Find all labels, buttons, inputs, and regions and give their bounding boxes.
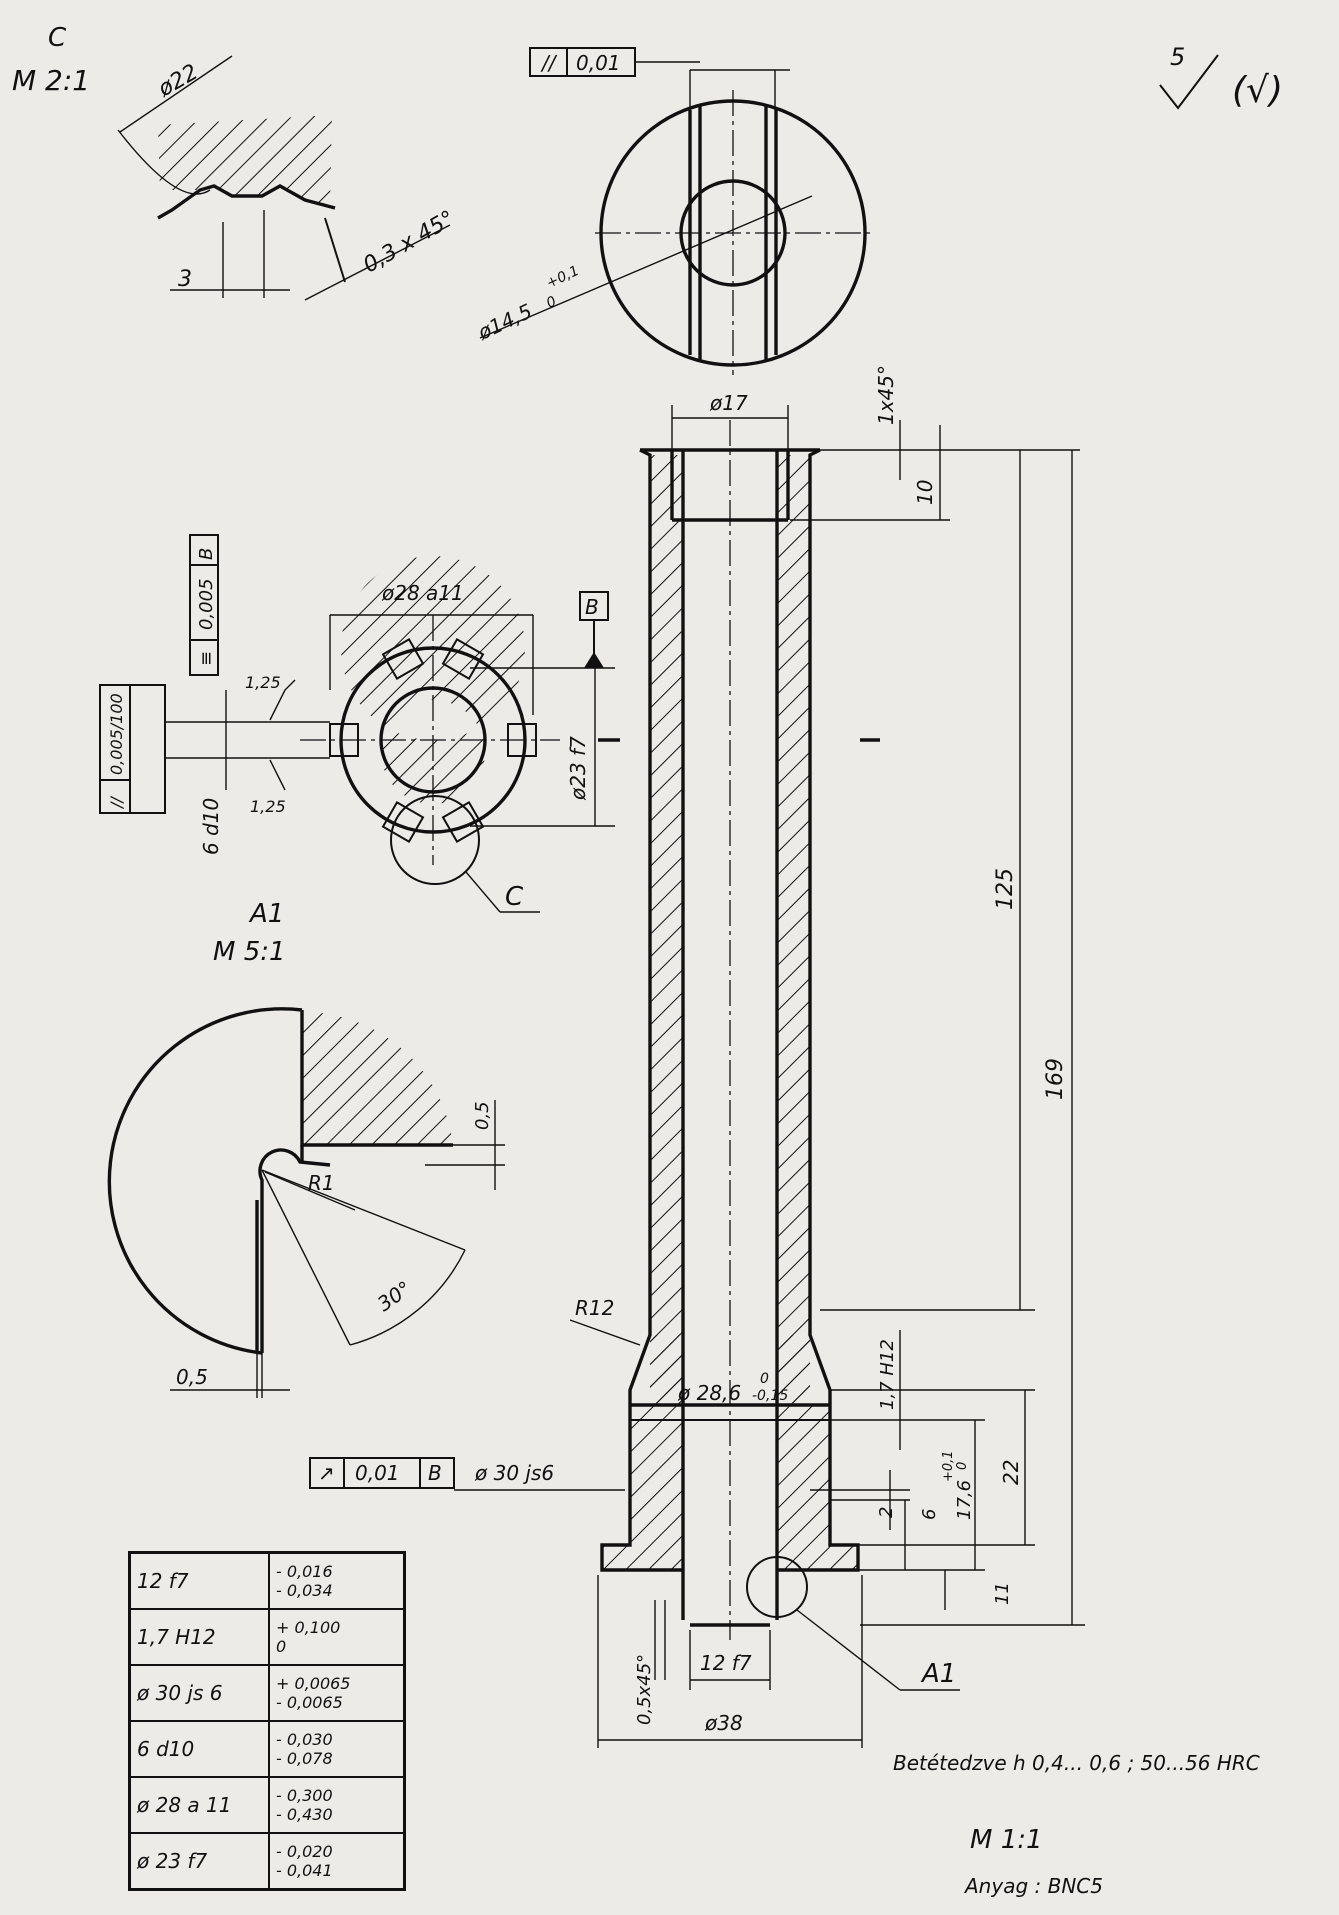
deviation-cell: - 0,020- 0,041: [268, 1832, 406, 1891]
fit-cell: 1,7 H12: [128, 1608, 270, 1666]
detail-c-dia: ø22: [153, 60, 202, 103]
main-chamfer-top: 1x45°: [874, 365, 898, 425]
main-dim-2: 2: [876, 1507, 897, 1518]
parallel-symbol: //: [107, 796, 126, 810]
parallelism-value: 0,01: [576, 51, 621, 75]
main-bore-top: ø17: [709, 391, 748, 415]
symmetry-frame: [189, 534, 219, 676]
fit-cell: ø 30 js 6: [128, 1664, 270, 1722]
parallelism-symbol: //: [540, 51, 558, 75]
main-detail-ref: A1: [920, 1659, 956, 1689]
top-section-view: // 0,01 ø14,5 +0,1 0: [473, 47, 870, 375]
fit-cell: ø 28 a 11: [128, 1776, 270, 1834]
main-neck-dia: ø 28,6: [677, 1381, 741, 1405]
a1-depth: 0,5: [472, 1101, 493, 1130]
spline-outer-dia: ø28 a11: [381, 581, 464, 605]
table-row: ø 28 a 11 - 0,300- 0,430: [128, 1776, 406, 1834]
top-bore-dia: ø14,5: [473, 299, 536, 345]
detail-a1-label: A1: [248, 899, 284, 929]
symmetry-value: 0,005: [196, 578, 217, 630]
main-bore-bottom: 12 f7: [700, 1651, 752, 1675]
deviation-cell: - 0,300- 0,430: [268, 1776, 406, 1834]
deviation-cell: - 0,016- 0,034: [268, 1551, 406, 1610]
main-chamfer-bottom: 0,5x45°: [634, 1654, 655, 1725]
symmetry-datum: B: [196, 548, 217, 560]
main-len-total: 169: [1043, 1058, 1068, 1100]
symmetry-symbol: ≡: [196, 651, 217, 666]
notes: Betétedzve h 0,4... 0,6 ; 50...56 HRC M …: [893, 1751, 1260, 1898]
main-depth-top: 10: [913, 480, 937, 505]
detail-a1-scale: M 5:1: [213, 937, 286, 967]
deviation-cell: - 0,030- 0,078: [268, 1720, 406, 1778]
detail-c-label: C: [48, 23, 67, 53]
fit-cell: 12 f7: [128, 1551, 270, 1610]
main-dim-17-6-lower: 0: [955, 1462, 970, 1470]
main-outer-dia: ø38: [704, 1711, 743, 1735]
spline-inner-dia: ø23 f7: [566, 736, 590, 801]
a1-width: 0,5: [176, 1365, 208, 1389]
table-row: ø 23 f7 - 0,020- 0,041: [128, 1832, 406, 1891]
roughness-general: (√): [1232, 70, 1283, 111]
main-groove-w: 1,7 H12: [877, 1339, 898, 1410]
main-neck-tol-lower: -0,15: [752, 1388, 788, 1404]
runout-symbol: ↗: [318, 1461, 335, 1485]
runout-datum: B: [428, 1461, 442, 1485]
main-radius: R12: [575, 1296, 614, 1320]
detail-a1-view: A1 M 5:1 R1 30° 0,5 0,5: [107, 899, 505, 1398]
note-scale: M 1:1: [970, 1825, 1043, 1855]
fit-cell: ø 23 f7: [128, 1832, 270, 1891]
note-material: Anyag : BNC5: [963, 1874, 1103, 1898]
fit-cell: 6 d10: [128, 1720, 270, 1778]
parallel-value: 0,005/100: [107, 693, 126, 775]
main-neck-tol-upper: 0: [760, 1371, 769, 1387]
a1-radius: R1: [308, 1171, 335, 1195]
r-lower: 1,25: [250, 797, 286, 816]
detail-c-chamfer: 0,3 x 45°: [359, 206, 459, 278]
detail-c-scale: M 2:1: [12, 64, 90, 97]
top-bore-tol-upper: +0,1: [544, 263, 582, 292]
spline-datum: B: [585, 595, 599, 619]
spline-section-view: C ø28 a11 ø23 f7 B B 0,005 ≡ 0,005/100 /…: [99, 534, 615, 913]
spline-detail-ref: C: [505, 882, 524, 912]
main-dim-11: 11: [992, 1582, 1013, 1605]
table-row: 12 f7 - 0,016- 0,034: [128, 1551, 406, 1610]
table-row: ø 30 js 6 + 0,0065- 0,0065: [128, 1664, 406, 1722]
main-dim-22: 22: [999, 1460, 1023, 1485]
main-dim-6: 6: [919, 1509, 940, 1520]
detail-c-width: 3: [178, 267, 192, 292]
main-dim-17-6: 17,6: [954, 1480, 975, 1520]
key-width: 6 d10: [199, 798, 223, 855]
table-row: 6 d10 - 0,030- 0,078: [128, 1720, 406, 1778]
note-hardening: Betétedzve h 0,4... 0,6 ; 50...56 HRC: [893, 1751, 1260, 1775]
runout-value: 0,01: [355, 1461, 400, 1485]
roughness-value: 5: [1170, 43, 1185, 71]
r-upper: 1,25: [245, 673, 281, 692]
detail-c-view: C M 2:1 ø22 3 0,3 x 45°: [12, 23, 459, 301]
deviation-cell: + 0,0065- 0,0065: [268, 1664, 406, 1722]
roughness-symbol: 5 (√): [1159, 43, 1283, 111]
a1-angle: 30°: [373, 1276, 416, 1316]
main-collar-dia: ø 30 js6: [474, 1461, 554, 1485]
main-section-view: A1 ø17 1x45° 10 125 169 R12 ø 28,6 0 -0,…: [309, 365, 1085, 1748]
main-dim-17-6-upper: +0,1: [941, 1450, 956, 1482]
main-len-mid: 125: [993, 868, 1018, 910]
